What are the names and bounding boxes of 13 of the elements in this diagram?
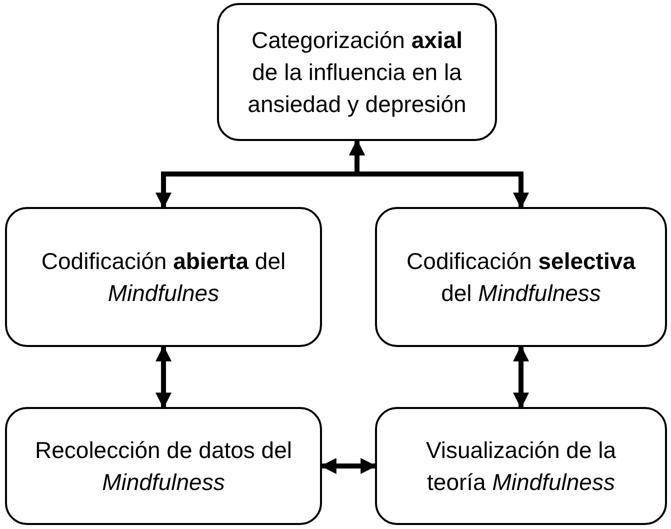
arrow — [320, 458, 377, 474]
process-box — [375, 407, 667, 525]
arrow — [513, 345, 529, 409]
process-box — [5, 207, 322, 347]
box-text: Codificación abierta del Mindfulnes — [40, 246, 287, 308]
box-text: Categorización axial de la influencia en la ansiedad y depresión — [247, 26, 467, 120]
process-box — [217, 3, 497, 141]
arrow — [156, 345, 172, 409]
box-text: Recolección de datos del Mindfulness — [35, 436, 292, 497]
process-box — [375, 207, 667, 347]
process-box — [5, 407, 322, 525]
box-text: Codificación selectiva del Mindfulness — [406, 246, 636, 308]
box-text: Visualización de la teoría Mindfulness — [424, 436, 618, 497]
